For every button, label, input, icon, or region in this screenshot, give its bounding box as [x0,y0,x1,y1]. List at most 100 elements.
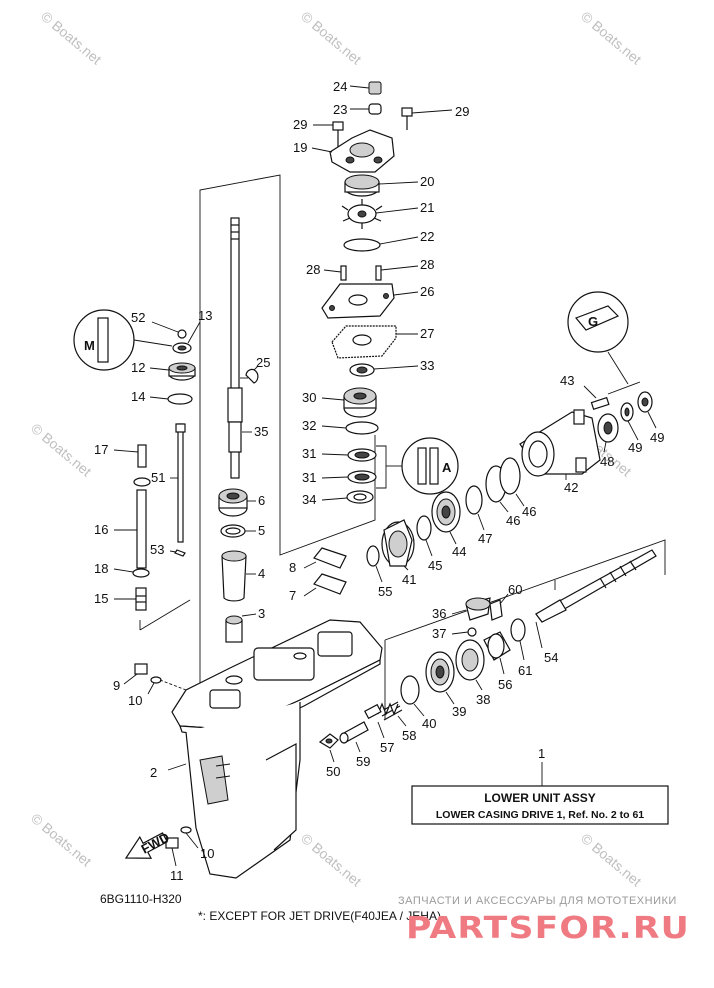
part-29-left [332,121,344,131]
part-36-pinion [465,597,491,621]
callout-9: 9 [113,678,120,693]
shift-rod-group: M 52 13 12 14 51 53 [73,308,212,611]
part-9 [134,663,148,675]
assembly-title-box: 1 LOWER UNIT ASSY LOWER CASING DRIVE 1, … [411,746,669,825]
callout-31-lower: 31 [302,470,316,485]
callout-1: 1 [538,746,545,761]
watermark: © Boats.net [38,8,105,67]
part-28-right [375,265,382,281]
part-50 [318,733,339,749]
callout-28-right: 28 [420,257,434,272]
part-31-oil-seal-lower [347,470,377,484]
callout-56: 56 [498,677,512,692]
part-41-forward-gear [381,519,415,567]
callout-2: 2 [150,765,157,780]
part-54-propeller-shaft [535,549,657,623]
callout-39: 39 [452,704,466,719]
callout-52: 52 [131,310,145,325]
assembly-subtitle: LOWER CASING DRIVE 1, Ref. No. 2 to 61 [436,809,644,821]
callout-45: 45 [428,558,442,573]
part-53 [174,549,186,557]
tool-mark-right: G [588,314,598,329]
part-15 [135,587,147,611]
callout-5: 5 [258,523,265,538]
pads-group: 8 7 [289,547,347,603]
callout-38: 38 [476,692,490,707]
callout-46-a: 46 [506,513,520,528]
callout-33: 33 [420,358,434,373]
part-47 [465,485,483,515]
special-tool-detail-left: M [73,309,135,371]
callout-10-lower: 10 [200,846,214,861]
callout-8: 8 [289,560,296,575]
part-45 [416,515,432,541]
callout-11: 11 [170,868,184,883]
callout-35: 35 [254,424,268,439]
callout-51: 51 [151,470,165,485]
callout-36: 36 [432,606,446,621]
assembly-title: LOWER UNIT ASSY [484,791,596,805]
callout-17: 17 [94,442,108,457]
part-61 [510,618,526,642]
part-25 [245,368,259,384]
tool-mark-mid: A [442,460,452,475]
callout-43: 43 [560,373,574,388]
callout-49-a: 49 [628,440,642,455]
callout-48: 48 [600,454,614,469]
part-57 [364,703,382,720]
callout-16: 16 [94,522,108,537]
callout-25: 25 [256,355,270,370]
part-17 [137,444,147,468]
part-12 [168,362,196,381]
shop-branding: ЗАПЧАСТИ И АКСЕССУАРЫ ДЛЯ МОТОТЕХНИКИ PA… [398,895,690,946]
shop-logo: PARTSFOR.RU [406,911,690,946]
callout-50: 50 [326,764,340,779]
part-24 [368,81,382,95]
part-18 [132,568,150,578]
part-28-left [340,265,347,281]
part-56-dog-clutch [483,631,511,661]
callout-18: 18 [94,561,108,576]
part-8 [313,547,347,569]
part-10-upper [150,676,162,684]
callout-37: 37 [432,626,446,641]
part-38-reverse-gear [455,639,485,681]
callout-19: 19 [293,140,307,155]
callout-28-left: 28 [306,262,320,277]
part-43 [590,396,610,411]
callout-31-upper: 31 [302,446,316,461]
callout-46-b: 46 [522,504,536,519]
callout-4: 4 [258,566,265,581]
diagram-code: 6BG1110-H320 [100,892,182,906]
callout-23: 23 [333,102,347,117]
callout-42: 42 [564,480,578,495]
part-4-sleeve [221,550,247,602]
part-59-shift-plunger [339,721,369,744]
callout-12: 12 [131,360,145,375]
callout-61: 61 [518,663,532,678]
part-39-bearing [425,651,455,693]
drain-screw-group: 9 10 [113,663,187,708]
callout-29-left: 29 [293,117,307,132]
watermark: © Boats.net [28,420,95,479]
lower-casing: 2 [150,619,383,879]
part-49-oil-seal-a [620,402,634,422]
callout-58: 58 [402,728,416,743]
propeller-shaft-group: G 43 49 49 48 [318,291,664,779]
callout-26: 26 [420,284,434,299]
callout-10-upper: 10 [128,693,142,708]
callout-14: 14 [131,389,145,404]
callout-13: 13 [198,308,212,323]
part-14 [167,393,193,405]
callout-54: 54 [544,650,558,665]
part-44-bearing [431,491,461,533]
special-tool-detail-mid: A [401,437,459,495]
callout-22: 22 [420,229,434,244]
callout-57: 57 [380,740,394,755]
lower-drain-group: 10 11 [165,826,214,883]
part-6-bearing [218,488,248,517]
part-7 [313,573,347,595]
part-49-oil-seal-b [637,391,653,413]
shop-tagline: ЗАПЧАСТИ И АКСЕССУАРЫ ДЛЯ МОТОТЕХНИКИ [398,895,677,907]
